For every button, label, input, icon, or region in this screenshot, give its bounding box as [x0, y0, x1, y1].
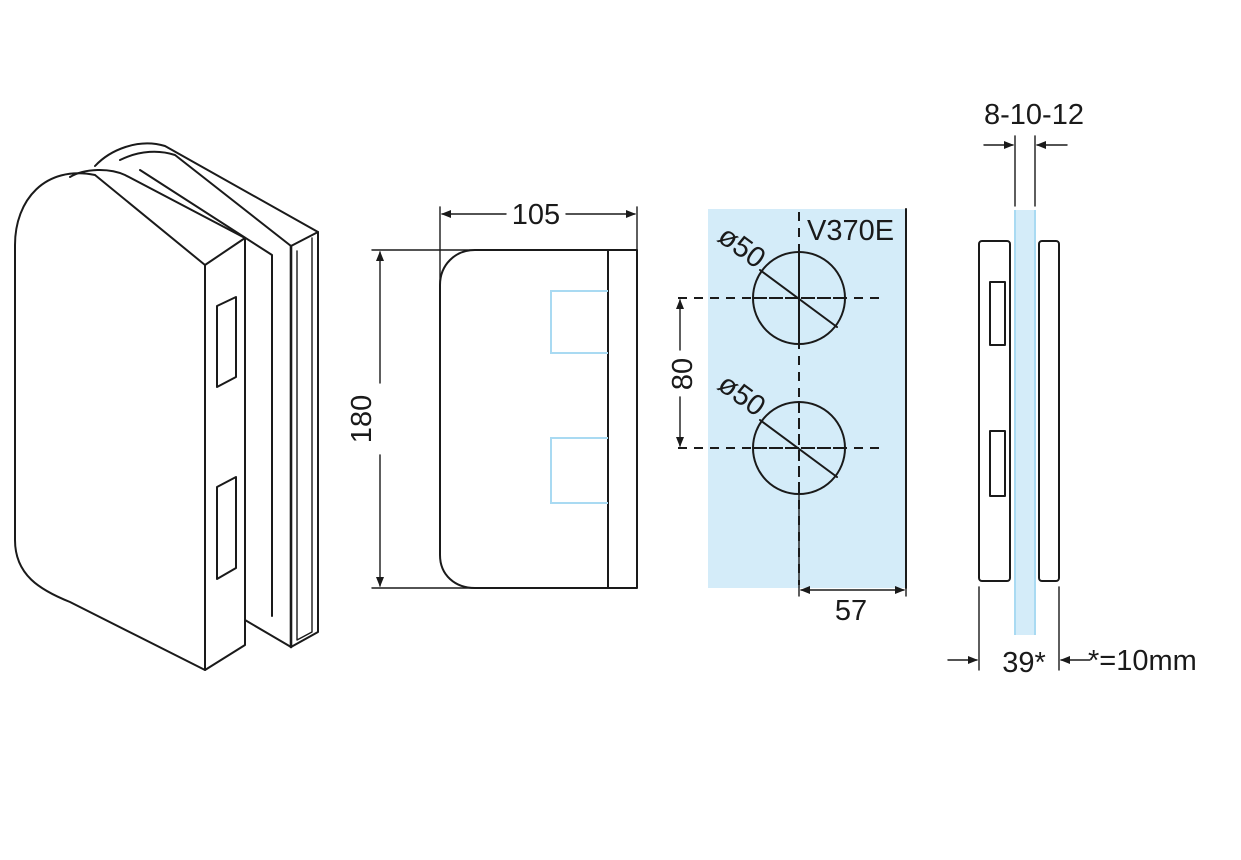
back-plate-inner-edge	[296, 237, 313, 641]
side-slot-lower	[989, 430, 1006, 497]
gap-edge	[139, 169, 273, 617]
upper-hole-diameter-leader	[759, 269, 838, 328]
side-glass-sheet	[1015, 210, 1035, 635]
front-view: 105 180	[346, 199, 638, 589]
hole-spacing-label: 80	[667, 358, 699, 390]
glass-cutout-view: ø50 ø50 V370E 80 57	[667, 208, 907, 627]
height-label: 180	[346, 395, 378, 443]
iso-slot-lower	[216, 476, 237, 580]
glass-panel	[708, 209, 906, 588]
isometric-view	[14, 142, 319, 671]
side-view: 8-10-12 39* *=10mm	[947, 99, 1197, 679]
model-label: V370E	[807, 215, 894, 247]
width-label: 105	[512, 199, 560, 231]
front-plate-top	[69, 169, 246, 266]
depth-label: 39*	[1002, 647, 1046, 679]
front-plate-face	[14, 172, 206, 671]
glass-thickness-label: 8-10-12	[984, 99, 1084, 131]
iso-slot-upper	[216, 296, 237, 388]
depth-note: *=10mm	[1088, 645, 1197, 677]
side-plate-left	[978, 240, 1011, 582]
lower-hole-diameter-leader	[759, 419, 838, 478]
front-plate-right-side	[204, 237, 246, 671]
front-view-slot-upper	[550, 290, 608, 354]
side-plate-right	[1038, 240, 1060, 582]
side-slot-upper	[989, 281, 1006, 346]
back-plate-outline	[94, 142, 319, 648]
front-view-slot-lower	[550, 437, 608, 504]
edge-offset-label: 57	[835, 595, 867, 627]
back-plate-top-edge	[119, 150, 319, 247]
